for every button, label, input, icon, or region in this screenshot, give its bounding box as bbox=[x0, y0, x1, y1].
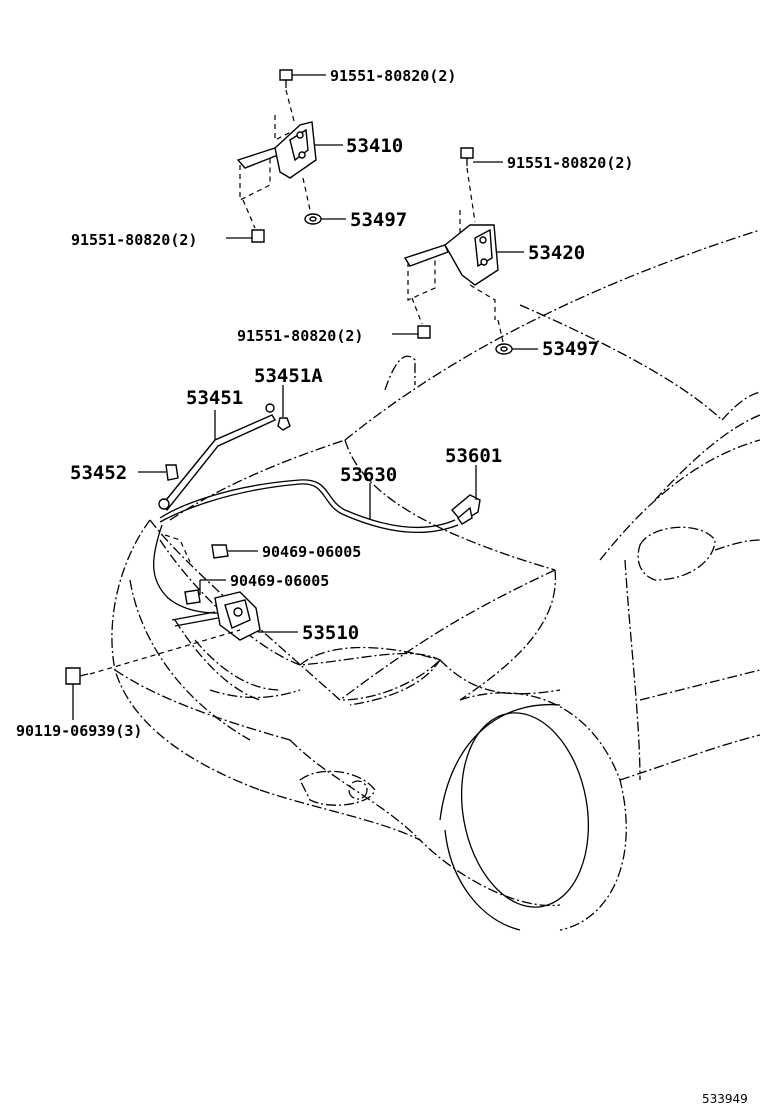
vehicle-body-outline bbox=[111, 229, 760, 931]
label-support-rod: 53451 bbox=[186, 387, 243, 409]
cushion bbox=[165, 464, 179, 481]
label-cushion: 53452 bbox=[70, 462, 127, 484]
label-clip-upper: 90469-06005 bbox=[262, 543, 361, 561]
label-bolt-lock: 90119-06939(3) bbox=[16, 722, 142, 740]
label-bolt-right-upper: 91551-80820(2) bbox=[507, 154, 633, 172]
bolt-right-lower bbox=[411, 297, 431, 339]
bolt-top bbox=[279, 69, 296, 126]
washer-right bbox=[495, 319, 513, 355]
label-bolt-right-lower: 91551-80820(2) bbox=[237, 327, 363, 345]
diagram-code: 533949 bbox=[702, 1092, 748, 1106]
label-hinge-left: 53410 bbox=[346, 135, 403, 157]
label-release-cable: 53630 bbox=[340, 464, 397, 486]
label-clip-lower: 90469-06005 bbox=[230, 572, 329, 590]
label-washer-left: 53497 bbox=[350, 209, 407, 231]
label-bolt-left-lower: 91551-80820(2) bbox=[71, 231, 197, 249]
label-hinge-right: 53420 bbox=[528, 242, 585, 264]
label-support-rod-holder: 53451A bbox=[254, 365, 323, 387]
clip-lower bbox=[184, 589, 201, 605]
bolt-left-lower bbox=[242, 199, 265, 243]
bolt-lock bbox=[65, 629, 241, 685]
label-washer-right: 53497 bbox=[542, 338, 599, 360]
label-bolt-top: 91551-80820(2) bbox=[330, 67, 456, 85]
hood-release-lever bbox=[451, 494, 481, 525]
part-labels: 91551-80820(2) 53410 53497 91551-80820(2… bbox=[16, 67, 748, 1106]
hood-lock-assembly bbox=[171, 591, 261, 641]
clip-upper bbox=[164, 534, 229, 563]
hood-hinge-right bbox=[403, 210, 499, 320]
hood-hinge-left bbox=[236, 115, 317, 201]
washer-left bbox=[302, 177, 322, 225]
label-lock-assembly: 53510 bbox=[302, 622, 359, 644]
support-rod-holder bbox=[277, 417, 291, 431]
leader-lines bbox=[72, 74, 538, 720]
label-release-lever: 53601 bbox=[445, 445, 502, 467]
bolt-right-upper bbox=[460, 147, 476, 223]
